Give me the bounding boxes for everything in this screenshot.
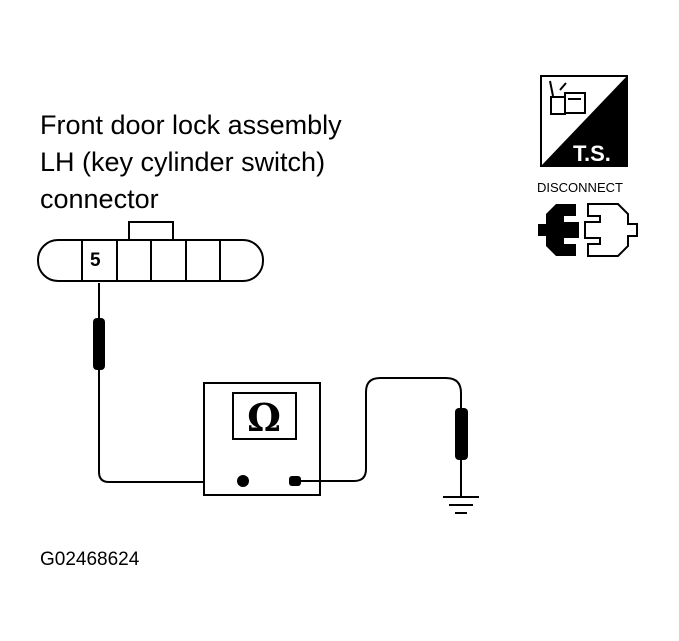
tester-label: T.S. bbox=[573, 141, 611, 166]
right-probe bbox=[301, 377, 468, 496]
disconnect-badge: DISCONNECT bbox=[537, 180, 638, 257]
figure-id: G02468624 bbox=[40, 549, 140, 570]
meter-terminal-right bbox=[289, 476, 301, 486]
ohmmeter: Ω bbox=[203, 382, 321, 496]
ohm-symbol: Ω bbox=[247, 395, 281, 440]
right-probe-handle bbox=[455, 408, 468, 460]
meter-display bbox=[232, 392, 297, 440]
left-test-lead bbox=[98, 370, 242, 483]
disconnect-label: DISCONNECT bbox=[537, 180, 623, 195]
right-test-lead bbox=[301, 377, 462, 482]
left-probe bbox=[93, 283, 242, 483]
diagram-title: Front door lock assembly LH (key cylinde… bbox=[40, 110, 342, 214]
tester-icon bbox=[549, 80, 586, 115]
tester-badge: T.S. bbox=[540, 75, 628, 167]
title-line-3: connector bbox=[40, 184, 159, 214]
connector-cavities bbox=[81, 239, 221, 282]
ground-icon bbox=[443, 496, 479, 514]
disconnect-connector-icon bbox=[538, 203, 638, 257]
title-line-1: Front door lock assembly bbox=[40, 110, 342, 140]
connector-latch bbox=[128, 221, 174, 242]
title-line-2: LH (key cylinder switch) bbox=[40, 147, 325, 177]
meter-terminal-left bbox=[237, 475, 249, 487]
connector-pin-5 bbox=[81, 239, 118, 282]
pin-number: 5 bbox=[90, 250, 101, 271]
left-probe-handle bbox=[93, 318, 105, 370]
connector: 5 bbox=[37, 221, 264, 282]
badge-dark-half bbox=[541, 76, 627, 166]
